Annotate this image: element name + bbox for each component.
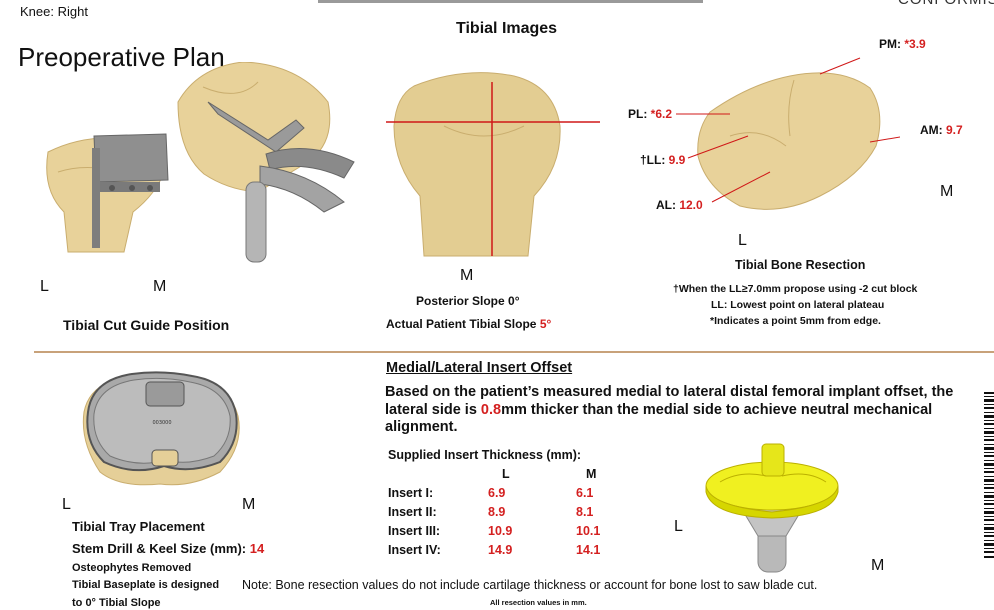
ll-value: †LL: 9.9	[640, 153, 685, 167]
offset-text-start: Based on the patient’s measured medial t…	[385, 384, 954, 418]
table-row: Insert I: 6.9 6.1	[388, 485, 646, 504]
svg-text:003000: 003000	[152, 420, 171, 426]
tibial-insert-image	[705, 443, 839, 573]
resection-m-label: M	[940, 183, 954, 200]
insert-table-title: Supplied Insert Thickness (mm):	[388, 448, 582, 462]
baseplate-note-line1: Tibial Baseplate is designed	[72, 579, 220, 591]
insert-l-label: L	[674, 518, 683, 535]
cut-guide-m-label: M	[153, 278, 167, 295]
column-header-m: M	[586, 466, 597, 481]
page-title: Preoperative Plan	[18, 42, 225, 72]
top-scroll-bar	[318, 0, 703, 3]
offset-paragraph: Based on the patient’s measured medial t…	[385, 384, 975, 437]
insert-row-label: Insert I:	[388, 485, 434, 500]
pm-value: PM: *3.9	[879, 37, 926, 51]
tibial-slope-image	[386, 72, 600, 257]
knee-side: Knee: Right	[20, 4, 88, 19]
resection-note-ll-rule: †When the LL≥7.0mm propose using -2 cut …	[673, 283, 918, 295]
table-row: Insert III: 10.9 10.1	[388, 523, 646, 542]
slope-m-label: M	[460, 267, 474, 284]
am-value: AM: 9.7	[920, 123, 963, 137]
insert-row-label: Insert IV:	[388, 542, 441, 557]
al-number: 12.0	[679, 198, 703, 212]
insert-l-value: 6.9	[488, 485, 506, 500]
insert-thickness-table: L M Insert I: 6.9 6.1 Insert II: 8.9 8.1…	[388, 466, 646, 561]
tibial-tray-image: 003000	[82, 371, 240, 486]
tray-l-label: L	[62, 496, 71, 513]
insert-table-header: L M	[388, 466, 646, 485]
pm-label: PM:	[879, 37, 905, 51]
footer-units: All resection values in mm.	[490, 598, 587, 607]
insert-m-label: M	[871, 557, 885, 574]
brand-fragment: CONFORMIS	[898, 0, 994, 8]
cut-guide-image	[46, 62, 355, 263]
resection-arrows	[676, 57, 900, 203]
al-label: AL:	[656, 198, 680, 212]
resection-caption: Tibial Bone Resection	[735, 258, 866, 272]
insert-l-value: 10.9	[488, 523, 513, 538]
resection-note-asterisk: *Indicates a point 5mm from edge.	[710, 315, 881, 327]
stem-drill-size: Stem Drill & Keel Size (mm): 14	[72, 541, 264, 556]
cut-guide-caption: Tibial Cut Guide Position	[63, 317, 230, 333]
am-label: AM:	[920, 123, 946, 137]
pl-number: *6.2	[650, 107, 673, 121]
insert-row-label: Insert III:	[388, 523, 441, 538]
stem-drill-value: 14	[249, 541, 265, 556]
insert-m-value: 10.1	[576, 523, 601, 538]
table-row: Insert IV: 14.9 14.1	[388, 542, 646, 561]
insert-l-value: 8.9	[488, 504, 506, 519]
tray-m-label: M	[242, 496, 256, 513]
posterior-slope: Posterior Slope 0°	[416, 294, 520, 308]
insert-l-value: 14.9	[488, 542, 513, 557]
barcode	[984, 392, 994, 558]
insert-row-label: Insert II:	[388, 504, 437, 519]
insert-m-value: 14.1	[576, 542, 601, 557]
tibial-plateau-image	[697, 72, 881, 210]
cut-guide-l-label: L	[40, 278, 49, 295]
pl-value: PL: *6.2	[628, 107, 672, 121]
pm-number: *3.9	[904, 37, 926, 51]
column-header-l: L	[502, 466, 510, 481]
resection-l-label: L	[738, 232, 747, 249]
resection-note-ll-def: LL: Lowest point on lateral plateau	[711, 299, 885, 311]
osteophytes-note: Osteophytes Removed	[72, 562, 192, 574]
insert-m-value: 6.1	[576, 485, 594, 500]
tray-placement: Tibial Tray Placement	[72, 519, 205, 534]
table-row: Insert II: 8.9 8.1	[388, 504, 646, 523]
actual-slope-value: 5°	[539, 317, 552, 331]
am-number: 9.7	[946, 123, 963, 137]
actual-slope-label: Actual Patient Tibial Slope	[386, 317, 540, 331]
offset-value: 0.8	[480, 401, 502, 418]
ll-label: †LL:	[640, 153, 669, 167]
al-value: AL: 12.0	[656, 198, 703, 212]
stem-drill-label: Stem Drill & Keel Size (mm):	[72, 541, 250, 556]
ll-number: 9.9	[668, 153, 686, 167]
footer-note: Note: Bone resection values do not inclu…	[242, 578, 818, 592]
section-title: Tibial Images	[456, 20, 558, 37]
pl-label: PL:	[628, 107, 651, 121]
offset-title: Medial/Lateral Insert Offset	[386, 360, 573, 376]
offset-text-end: mm thicker than the medial side to achie…	[385, 401, 933, 436]
section-divider	[34, 351, 994, 353]
insert-m-value: 8.1	[576, 504, 594, 519]
baseplate-note-line2: to 0° Tibial Slope	[72, 597, 161, 609]
actual-slope: Actual Patient Tibial Slope 5°	[386, 317, 551, 331]
